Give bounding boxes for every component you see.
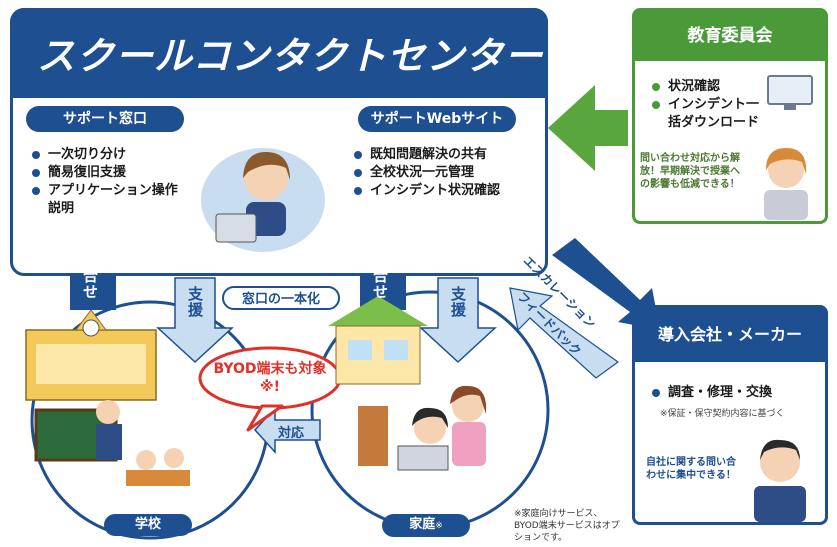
feedback-arrow xyxy=(509,287,620,379)
home-illustration xyxy=(328,296,487,471)
vendor-title: 導入会社・メーカー xyxy=(635,308,825,362)
board-person-illustration xyxy=(764,148,808,220)
inquiry-school-label: 問合せ xyxy=(81,252,99,300)
unify-label: 窓口の一本化 xyxy=(222,286,340,310)
home-label-mark: ※ xyxy=(435,521,443,531)
list-item: 一次切り分け xyxy=(30,146,200,164)
list-item: 調査・修理・交換 xyxy=(650,384,820,402)
support-home-label: 支援 xyxy=(449,286,467,318)
vendor-list: 調査・修理・交換 xyxy=(650,384,820,402)
support-web-label: サポートWebサイト xyxy=(358,106,516,132)
board-bubble: 問い合わせ対応から解放！早期解決で授業への影響も低減できる！ xyxy=(640,153,740,190)
operator-illustration xyxy=(201,148,325,252)
monitor-icon xyxy=(767,75,813,110)
support-desk-label: サポート窓口 xyxy=(26,106,184,132)
school-label: 学校 xyxy=(104,514,192,536)
inquiry-home-label: 問合せ xyxy=(371,252,389,300)
board-list: 状況確認 インシデント一括ダウンロード xyxy=(650,78,770,132)
support-school-arrow xyxy=(156,277,234,364)
respond-arrow xyxy=(253,406,321,454)
support-school-label: 支援 xyxy=(186,286,204,318)
list-item: インシデント状況確認 xyxy=(352,182,542,200)
center-title: スクールコンタクトセンター xyxy=(37,34,544,78)
home-label-text: 家庭 xyxy=(409,517,436,532)
byod-text: BYOD端末も対象※! xyxy=(213,361,327,395)
center-title-bar xyxy=(10,8,548,98)
board-title: 教育委員会 xyxy=(635,11,825,61)
home-label: 家庭※ xyxy=(382,514,470,537)
board-panel: 教育委員会 xyxy=(632,8,828,224)
list-item: 既知問題解決の共有 xyxy=(352,146,542,164)
support-web-list: 既知問題解決の共有 全校状況一元管理 インシデント状況確認 xyxy=(352,146,542,200)
support-home-arrow xyxy=(419,277,497,364)
list-item: 全校状況一元管理 xyxy=(352,164,542,182)
footnote: ※家庭向けサービス、BYOD端末サービスはオプションです。 xyxy=(514,509,620,543)
vendor-bubble: 自社に関する問い合わせに集中できる！ xyxy=(646,457,736,481)
respond-label: 対応 xyxy=(278,426,305,441)
vendor-person-illustration xyxy=(754,439,806,522)
list-item: 状況確認 xyxy=(650,78,770,96)
vendor-note: ※保証・保守契約内容に基づく xyxy=(660,409,785,419)
school-illustration xyxy=(25,310,190,486)
support-desk-list: 一次切り分け 簡易復旧支援 アプリケーション操作説明 xyxy=(30,146,200,218)
list-item: アプリケーション操作説明 xyxy=(30,182,180,218)
list-item: 簡易復旧支援 xyxy=(30,164,200,182)
list-item: インシデント一括ダウンロード xyxy=(650,96,770,132)
board-arrow xyxy=(548,85,628,171)
